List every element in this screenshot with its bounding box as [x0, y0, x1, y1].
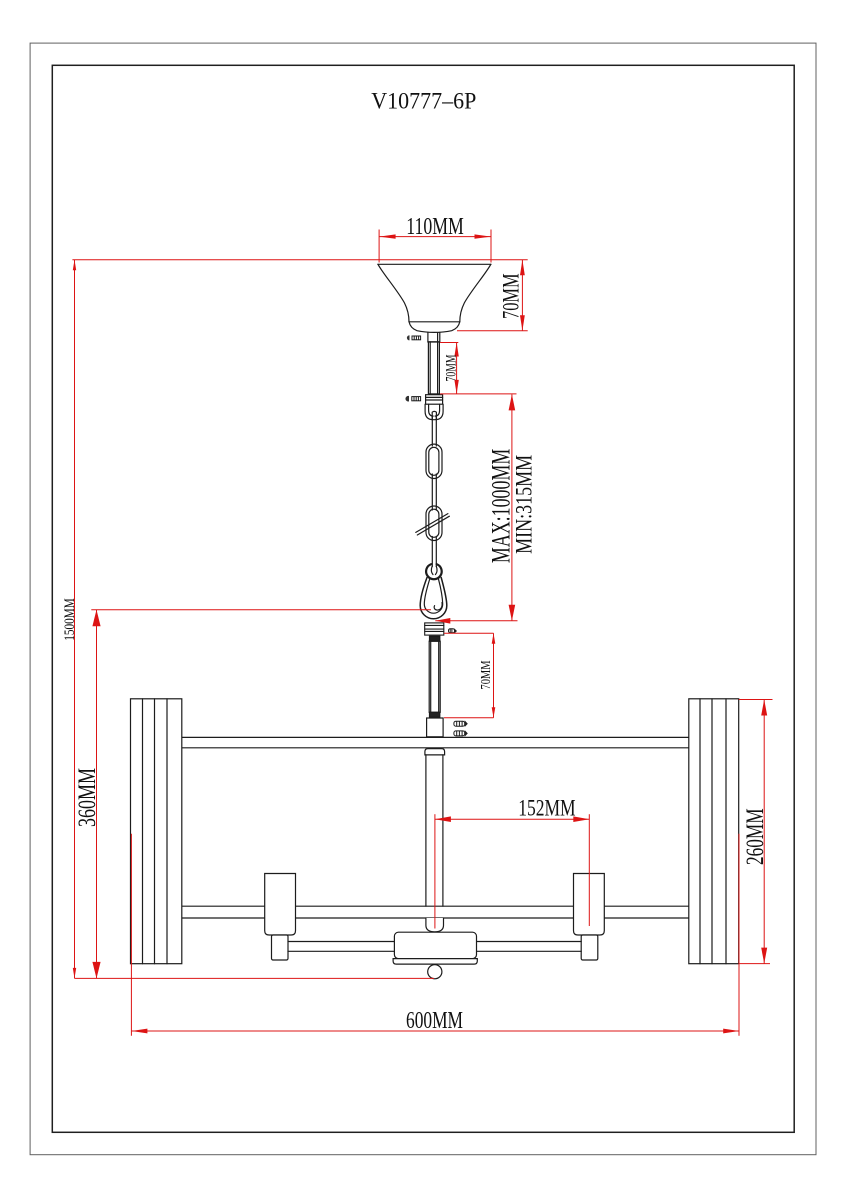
- svg-text:1500MM: 1500MM: [62, 598, 78, 641]
- svg-text:MAX:1000MM: MAX:1000MM: [487, 449, 516, 563]
- svg-text:360MM: 360MM: [74, 768, 101, 827]
- svg-text:70MM: 70MM: [479, 660, 494, 689]
- svg-text:110MM: 110MM: [406, 214, 464, 240]
- svg-text:152MM: 152MM: [518, 796, 575, 822]
- svg-text:260MM: 260MM: [742, 808, 769, 865]
- svg-text:70MM: 70MM: [498, 273, 523, 319]
- svg-text:70MM: 70MM: [443, 355, 459, 382]
- svg-text:600MM: 600MM: [406, 1008, 463, 1034]
- svg-text:V10777–6P: V10777–6P: [371, 89, 476, 114]
- svg-text:MIN:315MM: MIN:315MM: [512, 455, 537, 554]
